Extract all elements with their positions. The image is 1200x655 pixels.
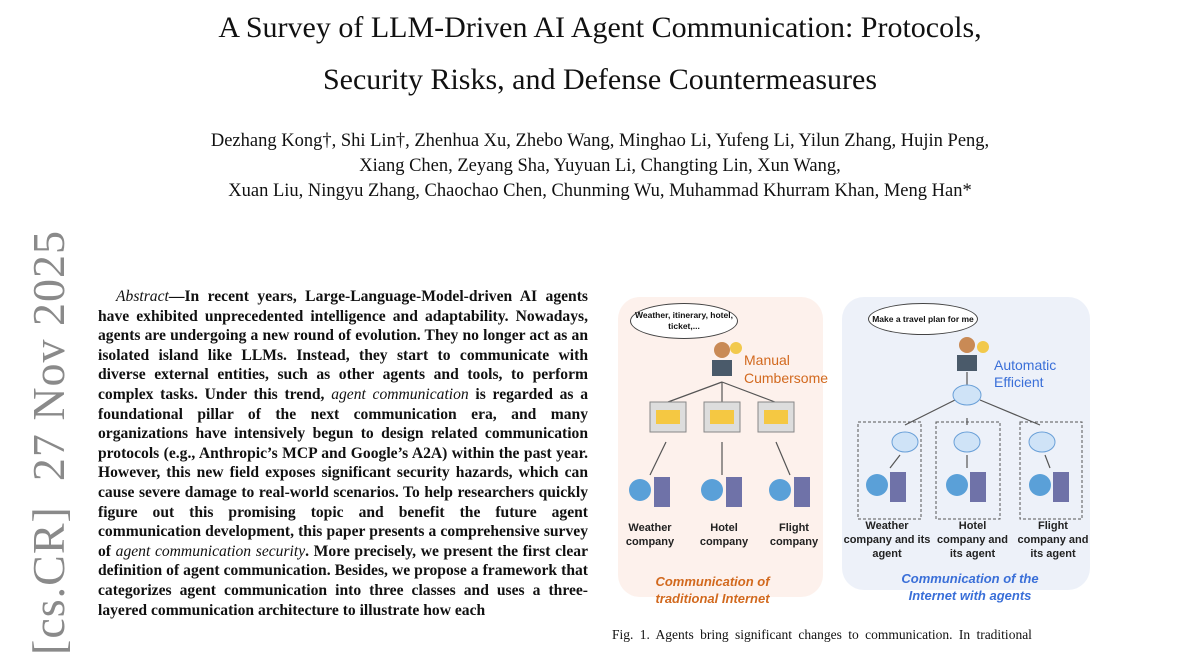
caption-agents: Communication of the Internet with agent… <box>901 571 1039 603</box>
paper-title: A Survey of LLM-Driven AI Agent Communic… <box>0 2 1200 106</box>
tag-automatic: Automatic <box>994 357 1057 373</box>
title-line-1: A Survey of LLM-Driven AI Agent Communic… <box>218 11 982 44</box>
server-globe-icon <box>629 472 1069 507</box>
abstract-label: Abstract <box>116 288 169 305</box>
person-icon <box>712 337 989 376</box>
company-label: Weather company <box>625 522 675 548</box>
abstract-text: . More precisely, we present the first c… <box>98 542 588 619</box>
authors-line-2: Xiang Chen, Zeyang Sha, Yuyuan Li, Chang… <box>359 156 841 176</box>
caption-traditional: Communication of traditional Internet <box>655 574 770 606</box>
figure-diagram <box>629 337 1083 520</box>
abstract-emphasis: agent communication <box>331 385 469 403</box>
robot-agent-icon <box>891 384 1056 453</box>
authors-line-1: Dezhang Kong†, Shi Lin†, Zhenhua Xu, Zhe… <box>210 131 990 151</box>
tag-cumbersome: Cumbersome <box>744 370 829 386</box>
tag-manual: Manual <box>744 352 790 368</box>
abstract-text: —In recent years, Large-Language-Model-d… <box>98 288 588 403</box>
company-agent-label: Flight company and its agent <box>1017 520 1089 560</box>
abstract-emphasis: agent communication security <box>115 542 306 560</box>
abstract: Abstract—In recent years, Large-Language… <box>98 287 588 648</box>
thought-bubble-left: Weather, itinerary, hotel, ticket,... <box>630 303 738 339</box>
author-list: Dezhang Kong†, Shi Lin†, Zhenhua Xu, Zhe… <box>0 129 1200 204</box>
arxiv-watermark: [cs.CR] 27 Nov 2025 <box>23 229 74 655</box>
authors-line-3: Xuan Liu, Ningyu Zhang, Chaochao Chen, C… <box>228 181 972 201</box>
title-line-2: Security Risks, and Defense Countermeasu… <box>322 63 878 96</box>
company-label: Hotel company <box>699 522 749 548</box>
company-label: Flight company <box>769 522 819 548</box>
figure-caption: Fig. 1. Agents bring significant changes… <box>612 627 1032 642</box>
thought-bubble-right: Make a travel plan for me <box>868 303 978 335</box>
company-agent-label: Hotel company and its agent <box>937 520 1008 560</box>
tag-efficient: Efficient <box>994 374 1044 390</box>
abstract-text: is regarded as a foundational pillar of … <box>98 385 588 560</box>
company-agent-label: Weather company and its agent <box>843 520 931 560</box>
